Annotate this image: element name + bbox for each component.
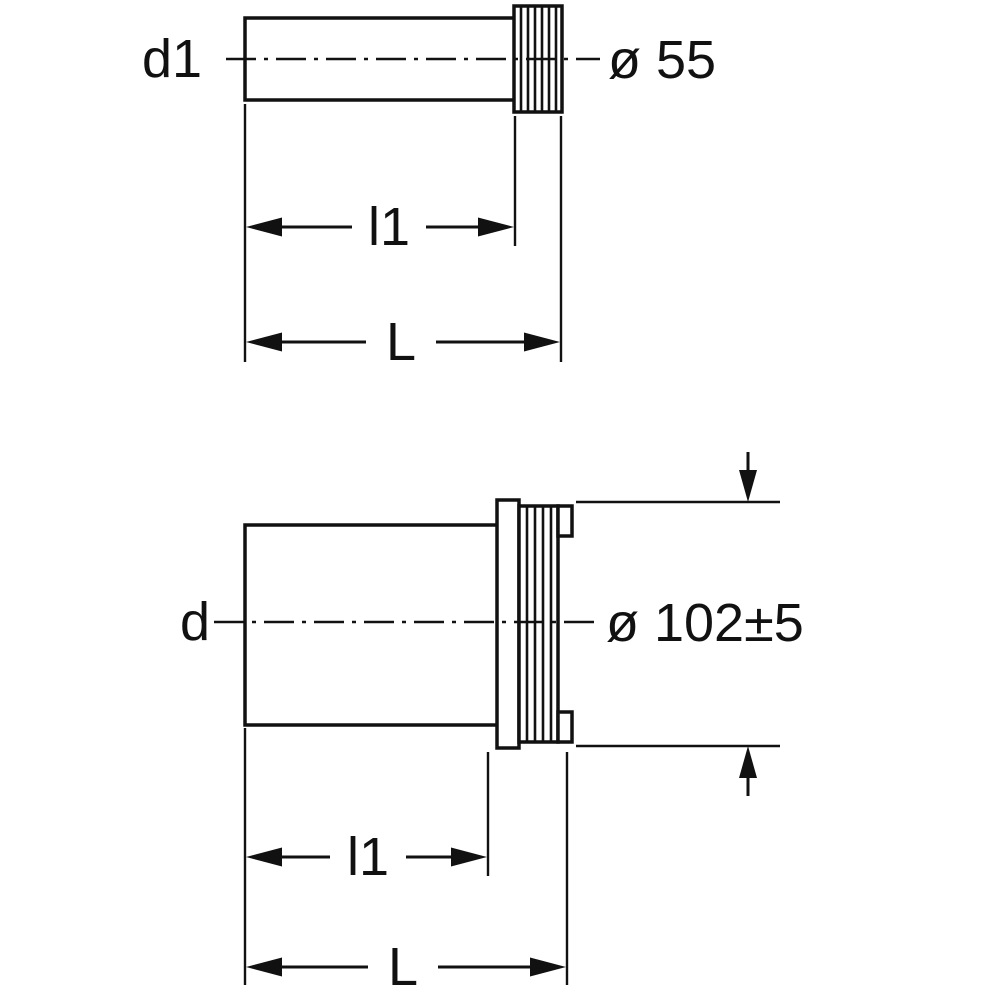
arrowhead-right-icon	[530, 957, 566, 977]
arrowhead-left-icon	[246, 957, 282, 977]
sleeve-collar	[495, 498, 521, 750]
top-dim-L-label: L	[386, 312, 416, 372]
arrowhead-right-icon	[478, 217, 514, 237]
top-dim-l1-label: l1	[368, 197, 410, 257]
top-dimension-L: L	[246, 312, 560, 372]
arrowhead-left-icon	[246, 847, 282, 867]
bottom-pipe-body	[243, 523, 502, 727]
arrowhead-down-icon	[739, 470, 757, 502]
bottom-sleeve-connector	[495, 498, 574, 750]
arrowhead-right-icon	[524, 332, 560, 352]
arrowhead-left-icon	[246, 332, 282, 352]
top-diameter-label-right: ø 55	[608, 30, 716, 90]
top-drawing: d1 ø 55 l1 L	[142, 4, 716, 372]
arrowhead-up-icon	[739, 746, 757, 778]
bottom-diameter-dimension	[576, 452, 780, 796]
arrowhead-right-icon	[451, 847, 487, 867]
arrowhead-left-icon	[246, 217, 282, 237]
bottom-diameter-label-left: d	[180, 592, 210, 652]
top-diameter-label-left: d1	[142, 29, 202, 89]
sleeve-rolled-edge-top	[556, 504, 574, 538]
bottom-dimension-L: L	[246, 937, 566, 997]
bottom-diameter-label-right: ø 102±5	[606, 593, 804, 653]
bottom-drawing: d ø 102±5 l1	[180, 452, 804, 997]
sleeve-rolled-edge-bottom	[556, 710, 574, 744]
top-dimension-l1: l1	[246, 197, 514, 257]
bottom-dim-L-label: L	[388, 937, 418, 997]
bottom-dim-l1-label: l1	[347, 827, 389, 887]
bottom-dimension-l1: l1	[246, 827, 487, 887]
